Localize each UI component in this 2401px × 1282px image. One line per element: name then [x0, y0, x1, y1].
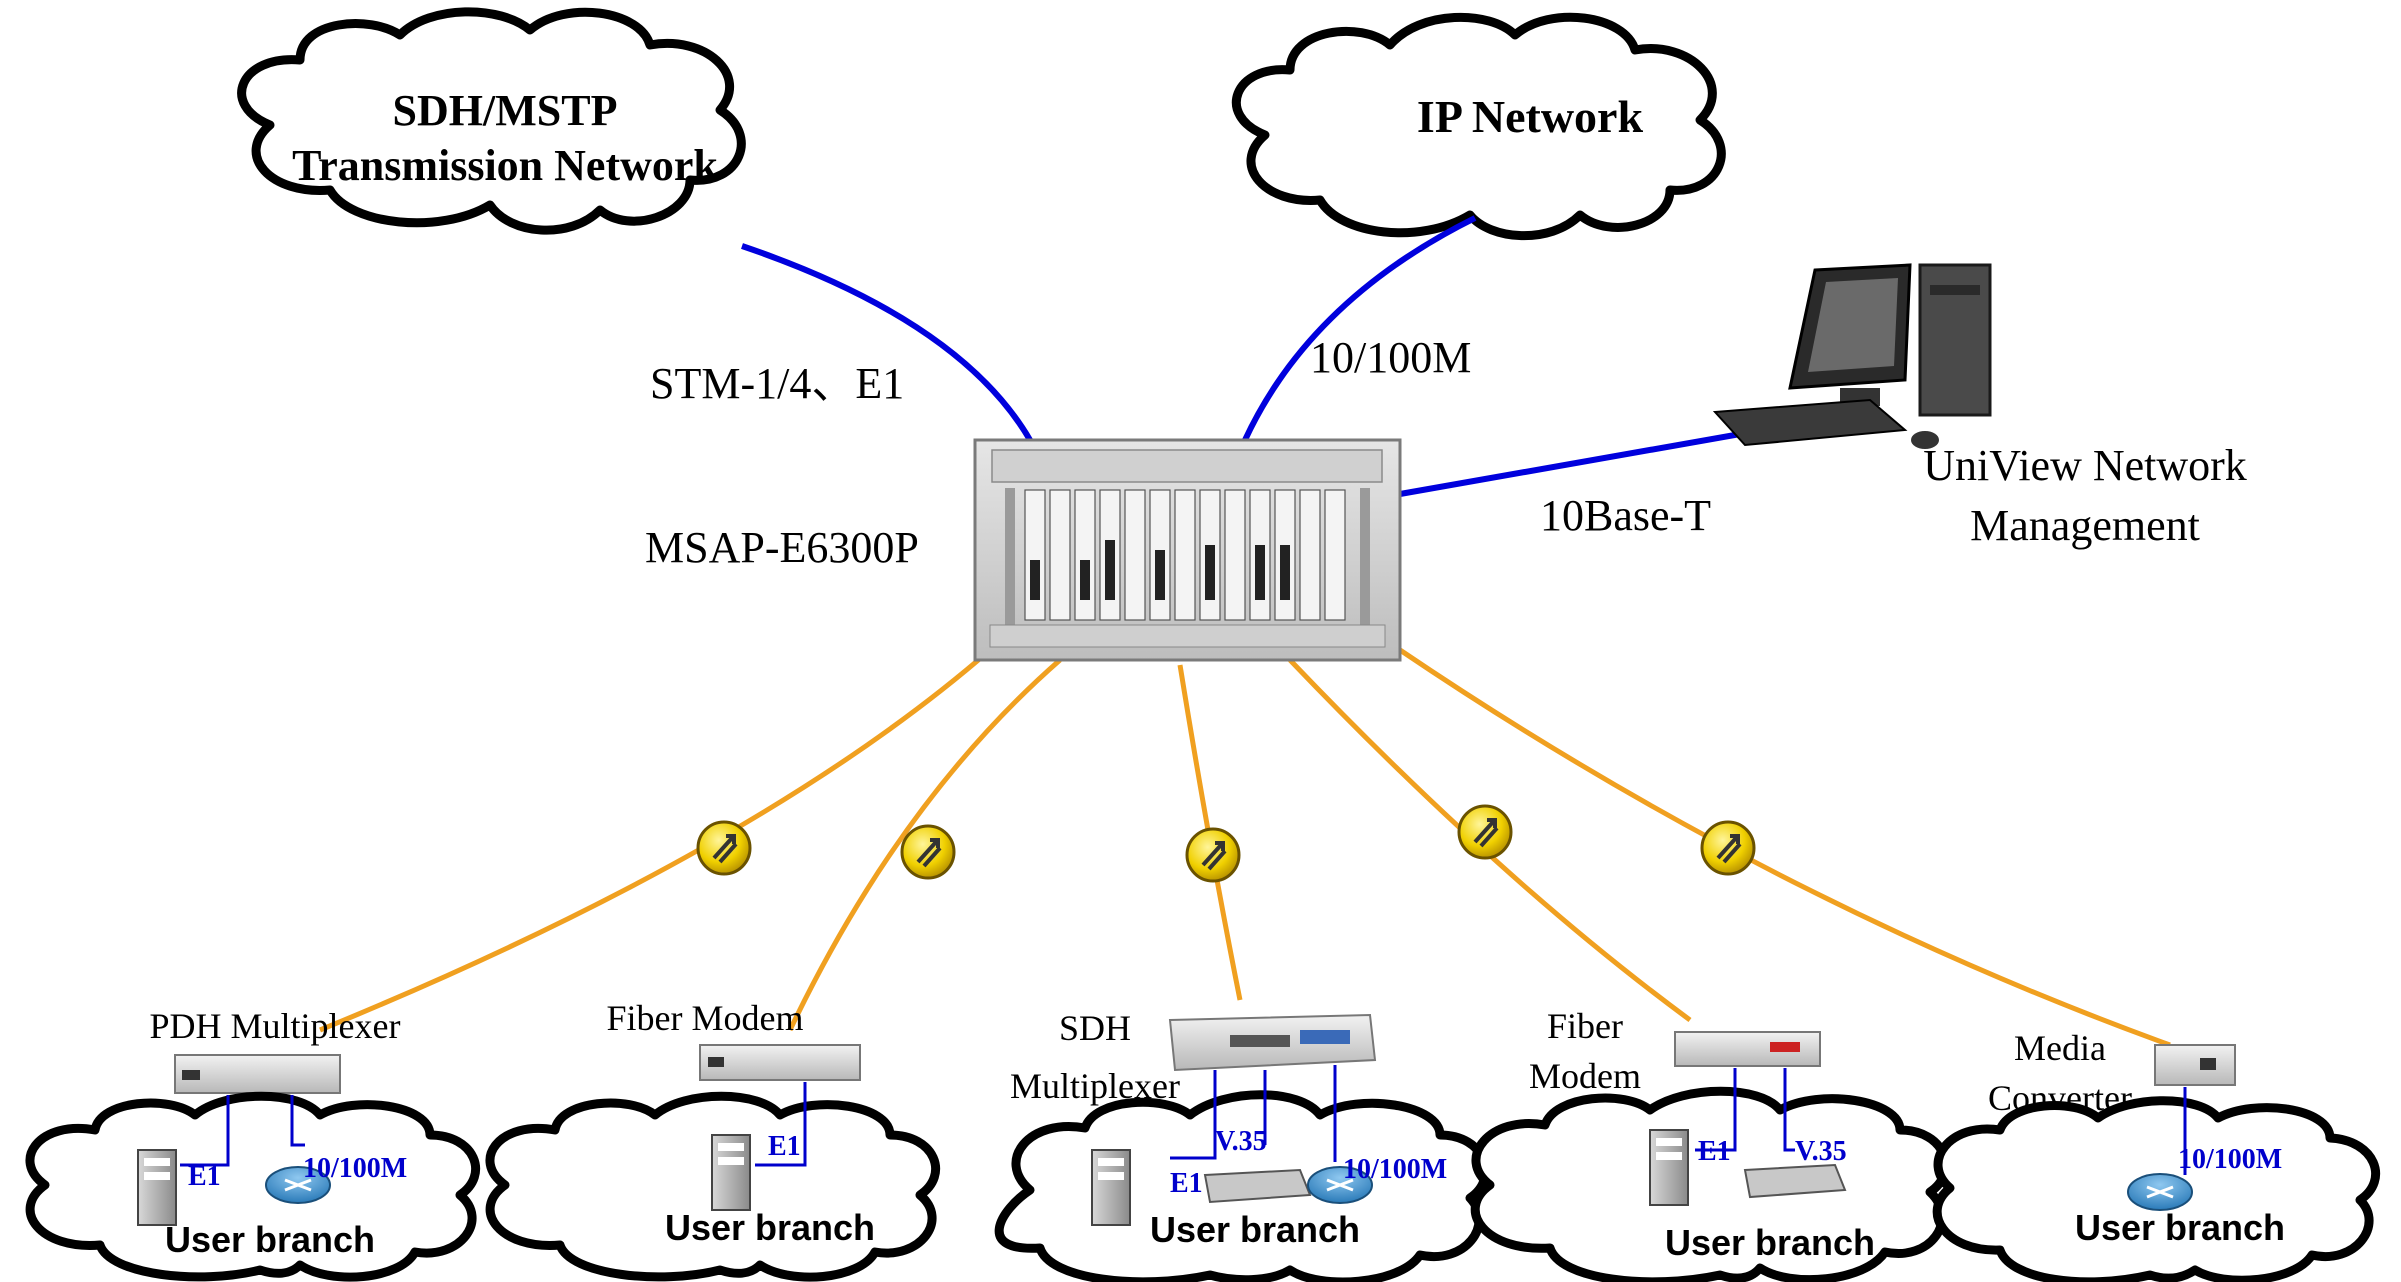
link-label-nms: 10Base-T — [1540, 491, 1711, 540]
branch-4-cloud — [1470, 1086, 1951, 1282]
branch-4-port-v35: V.35 — [1795, 1136, 1847, 1167]
nms-workstation — [1712, 263, 1992, 449]
fiber-junction-icon — [900, 824, 956, 880]
branch-4-cloud-label: User branch — [1665, 1222, 1875, 1263]
branch-1-cloud — [25, 1091, 481, 1282]
switch-icon — [1743, 1163, 1847, 1199]
server-icon — [137, 1149, 177, 1226]
branch-1-cloud-label: User branch — [165, 1219, 375, 1260]
nms-label-line2: Management — [1970, 501, 2200, 550]
router-icon — [265, 1166, 331, 1204]
pdh-multiplexer-device — [174, 1054, 341, 1094]
branch-4-device-label-line1: Fiber — [1547, 1006, 1623, 1046]
branch-3-port-eth: 10/100M — [1343, 1154, 1447, 1185]
branch-5-port-eth: 10/100M — [2178, 1144, 2282, 1175]
server-icon — [1649, 1129, 1689, 1206]
branch-5-cloud-label: User branch — [2075, 1207, 2285, 1248]
branch-3-cloud-label: User branch — [1150, 1209, 1360, 1250]
media-converter-device — [2154, 1044, 2236, 1086]
branch-1-device-label: PDH Multiplexer — [150, 1006, 401, 1046]
fiber-modem-device — [699, 1044, 861, 1081]
fiber-junction-icon — [1457, 804, 1513, 860]
branch-4: Fiber Modem E1 V.35 User branch — [1470, 1006, 1951, 1282]
cloud-sdh-mstp: SDH/MSTP Transmission Network — [237, 7, 746, 235]
fiber-junction-icon — [1700, 820, 1756, 876]
fiber-junctions — [696, 804, 1756, 883]
fiber-junction-icon — [696, 820, 752, 876]
msap-e6300p-device — [973, 438, 1402, 662]
link-msap-to-branch-4 — [1288, 658, 1692, 1023]
msap-card-slots — [1024, 489, 1346, 621]
branch-3-device-label-line1: SDH — [1059, 1008, 1131, 1048]
sdh-multiplexer-device — [1168, 1013, 1377, 1072]
branch-1-port-eth: 10/100M — [303, 1153, 407, 1184]
branch-4-port-e1: E1 — [1698, 1136, 1731, 1167]
cloud-ip-title: IP Network — [1417, 91, 1644, 142]
branch-5: Media Converter 10/100M User branch — [1932, 1028, 2381, 1282]
mouse-icon — [1911, 431, 1939, 449]
router-icon — [2127, 1173, 2193, 1211]
link-msap-to-branch-1 — [319, 648, 992, 1033]
branch-3: SDH Multiplexer E1 V.35 10/100M User bra… — [994, 1008, 1491, 1282]
fiber-modem-device — [1674, 1031, 1821, 1067]
router-icon — [1307, 1166, 1373, 1204]
link-msap-to-branch-5 — [1398, 647, 2171, 1048]
branch-3-port-e1: E1 — [1170, 1168, 1203, 1199]
branch-3-port-v35: V.35 — [1215, 1126, 1267, 1157]
cloud-ip-network: IP Network — [1231, 12, 1726, 241]
link-sdh-to-msap — [741, 243, 1033, 442]
branch-2: Fiber Modem E1 User branch — [485, 998, 941, 1282]
fiber-junction-icon — [1185, 827, 1241, 883]
branch-2-cloud-label: User branch — [665, 1207, 875, 1248]
branch-4-device-label-line2: Modem — [1529, 1056, 1641, 1096]
branch-5-device-label-line1: Media — [2014, 1028, 2106, 1068]
server-icon — [711, 1134, 751, 1211]
link-ip-to-msap — [1242, 215, 1477, 442]
msap-port-dots — [1030, 540, 1290, 600]
msap-label: MSAP-E6300P — [645, 523, 919, 572]
cloud-sdh-title-line1: SDH/MSTP — [393, 86, 618, 135]
link-msap-to-branch-2 — [787, 658, 1062, 1032]
keyboard-icon — [1712, 398, 1908, 447]
orange-links — [319, 647, 2171, 1048]
link-label-stm: STM-1/4、E1 — [650, 359, 904, 408]
server-icon — [1091, 1149, 1131, 1226]
branch-1-port-e1: E1 — [188, 1161, 221, 1192]
monitor-icon — [1788, 263, 1912, 406]
nms-label-line1: UniView Network — [1923, 441, 2247, 490]
link-label-ip: 10/100M — [1310, 333, 1471, 382]
branch-2-port-e1: E1 — [768, 1131, 801, 1162]
switch-icon — [1203, 1168, 1312, 1204]
branch-2-device-label: Fiber Modem — [607, 998, 804, 1038]
branch-1: PDH Multiplexer E1 10/100M User branch — [25, 1006, 481, 1282]
cloud-sdh-title-line2: Transmission Network — [292, 141, 718, 190]
